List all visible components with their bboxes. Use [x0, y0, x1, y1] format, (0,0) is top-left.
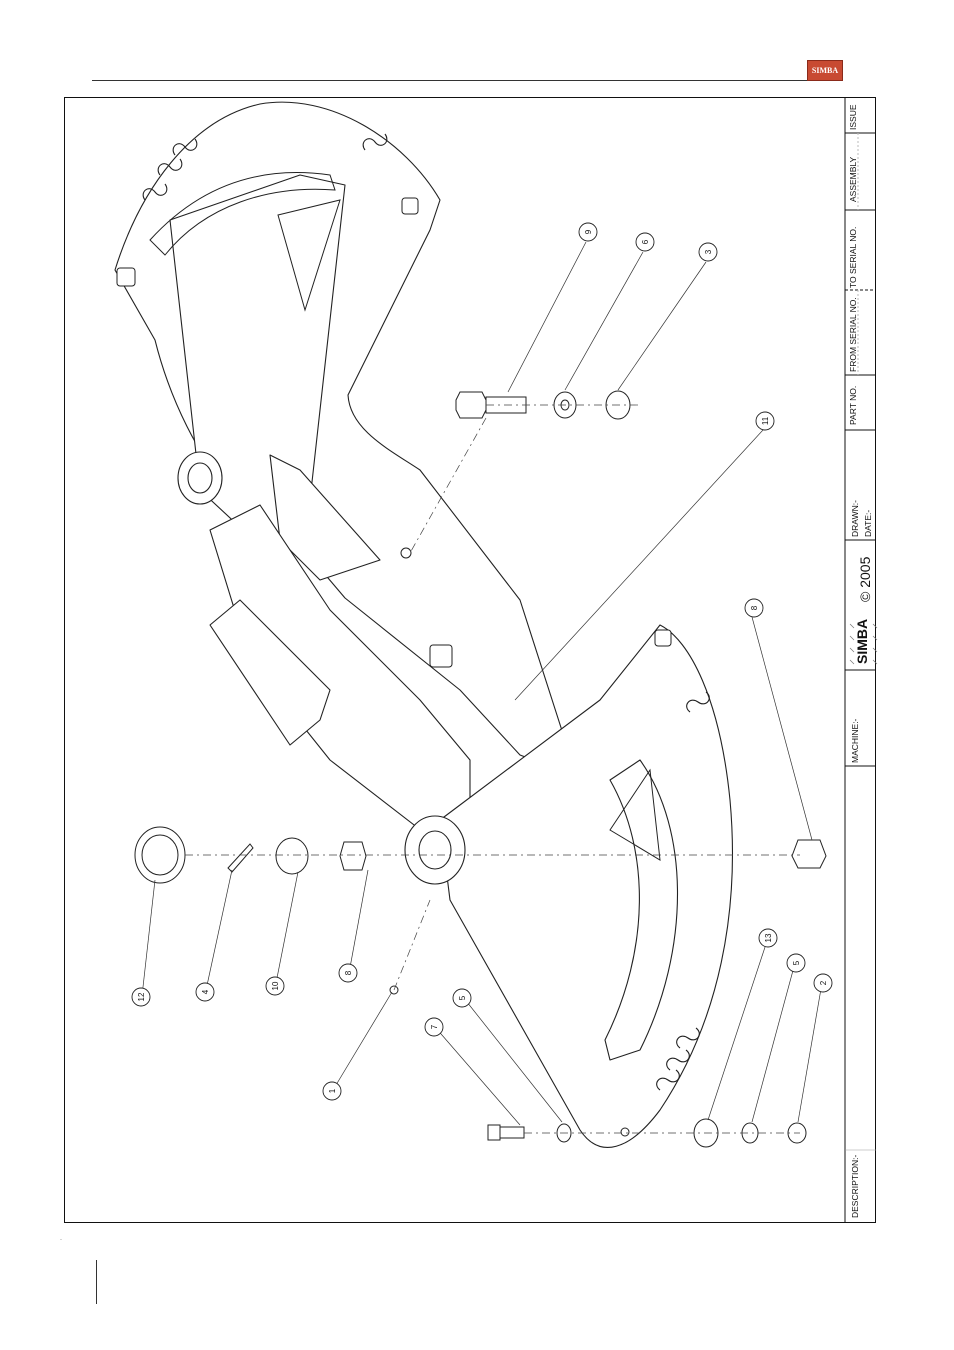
leader-1 — [333, 992, 392, 1090]
svg-text:5: 5 — [458, 995, 467, 1000]
assembly-label: ASSEMBLY — [848, 156, 858, 202]
leader-10 — [276, 872, 298, 983]
footer-rule — [96, 1260, 97, 1304]
svg-text:12: 12 — [137, 992, 146, 1001]
svg-text:5: 5 — [792, 960, 801, 965]
balloon-13: 13 — [759, 929, 777, 947]
balloon-10: 10 — [266, 977, 284, 995]
balloon-8a: 8 — [339, 964, 357, 982]
hex-bolt-part-9 — [456, 392, 486, 418]
castle-nut-part-10 — [276, 838, 308, 874]
page-mark: · — [60, 1237, 62, 1243]
date-label: DATE:- — [863, 510, 873, 537]
center-line-grease — [394, 900, 430, 990]
leader-2 — [798, 983, 822, 1122]
leader-5b — [752, 963, 795, 1122]
balloon-2: 2 — [814, 974, 832, 992]
balloon-5a: 5 — [453, 989, 471, 1007]
leader-12 — [142, 880, 155, 996]
leader-4 — [206, 870, 232, 990]
copyright-text: © 2005 — [857, 556, 873, 602]
balloon-8b: 8 — [745, 599, 763, 617]
svg-text:13: 13 — [764, 933, 773, 942]
balloon-1: 1 — [323, 1082, 341, 1100]
balloon-4: 4 — [196, 983, 214, 1001]
main-pivot-bore — [419, 831, 451, 869]
brand-text: SIMBA — [854, 619, 870, 664]
svg-text:4: 4 — [201, 989, 210, 994]
description-label: DESCRIPTION:- — [850, 1155, 860, 1218]
drawn-label: DRAWN:- — [850, 500, 860, 537]
leader-6 — [565, 252, 643, 390]
cap-part-12-inner — [142, 835, 178, 875]
balloon-5b: 5 — [787, 954, 805, 972]
plate-hole-2 — [621, 1128, 629, 1136]
frame-bolt-3 — [430, 645, 452, 667]
issue-label: ISSUE — [848, 104, 858, 130]
to-serial-label: TO SERIAL NO. — [848, 227, 858, 288]
svg-text:8: 8 — [344, 970, 353, 975]
simba-brand-mark: SIMBA — [850, 619, 877, 664]
svg-text:8: 8 — [750, 605, 759, 610]
svg-text:11: 11 — [761, 416, 770, 425]
svg-text:10: 10 — [271, 981, 280, 990]
machine-label: MACHINE:- — [850, 718, 860, 763]
upper-pivot-bore — [188, 463, 212, 493]
bush-part-8a — [340, 842, 366, 870]
balloon-7: 7 — [425, 1018, 443, 1036]
balloon-9: 9 — [579, 223, 597, 241]
balloon-3: 3 — [699, 243, 717, 261]
exploded-assembly-drawing: 9 6 3 11 8 12 4 10 8 1 7 5 13 5 2 — [64, 97, 844, 1223]
balloon-12: 12 — [132, 988, 150, 1006]
leader-7 — [435, 1027, 520, 1125]
part-no-label: PART NO. — [848, 386, 858, 425]
from-serial-label: FROM SERIAL NO. — [848, 297, 858, 372]
svg-text:7: 7 — [430, 1024, 439, 1029]
frame-bolt-4 — [655, 630, 671, 646]
svg-text:2: 2 — [819, 980, 828, 985]
leader-3 — [618, 262, 706, 390]
bush-part-8b — [792, 840, 826, 868]
split-pin-part-4 — [228, 844, 253, 872]
pin-part-7 — [488, 1125, 500, 1140]
leader-8b — [752, 617, 812, 840]
leader-9 — [508, 242, 586, 392]
plate-hole-1 — [401, 548, 411, 558]
balloon-11: 11 — [756, 412, 774, 430]
frame-bolt-2 — [402, 198, 418, 214]
svg-text:9: 9 — [584, 229, 593, 234]
balloon-6: 6 — [636, 233, 654, 251]
svg-text:6: 6 — [641, 239, 650, 244]
leader-8a — [349, 870, 368, 973]
svg-text:1: 1 — [328, 1088, 337, 1093]
pin-shank-part-7 — [500, 1127, 524, 1138]
frame-bolt-1 — [117, 268, 135, 286]
svg-text:3: 3 — [704, 249, 713, 254]
